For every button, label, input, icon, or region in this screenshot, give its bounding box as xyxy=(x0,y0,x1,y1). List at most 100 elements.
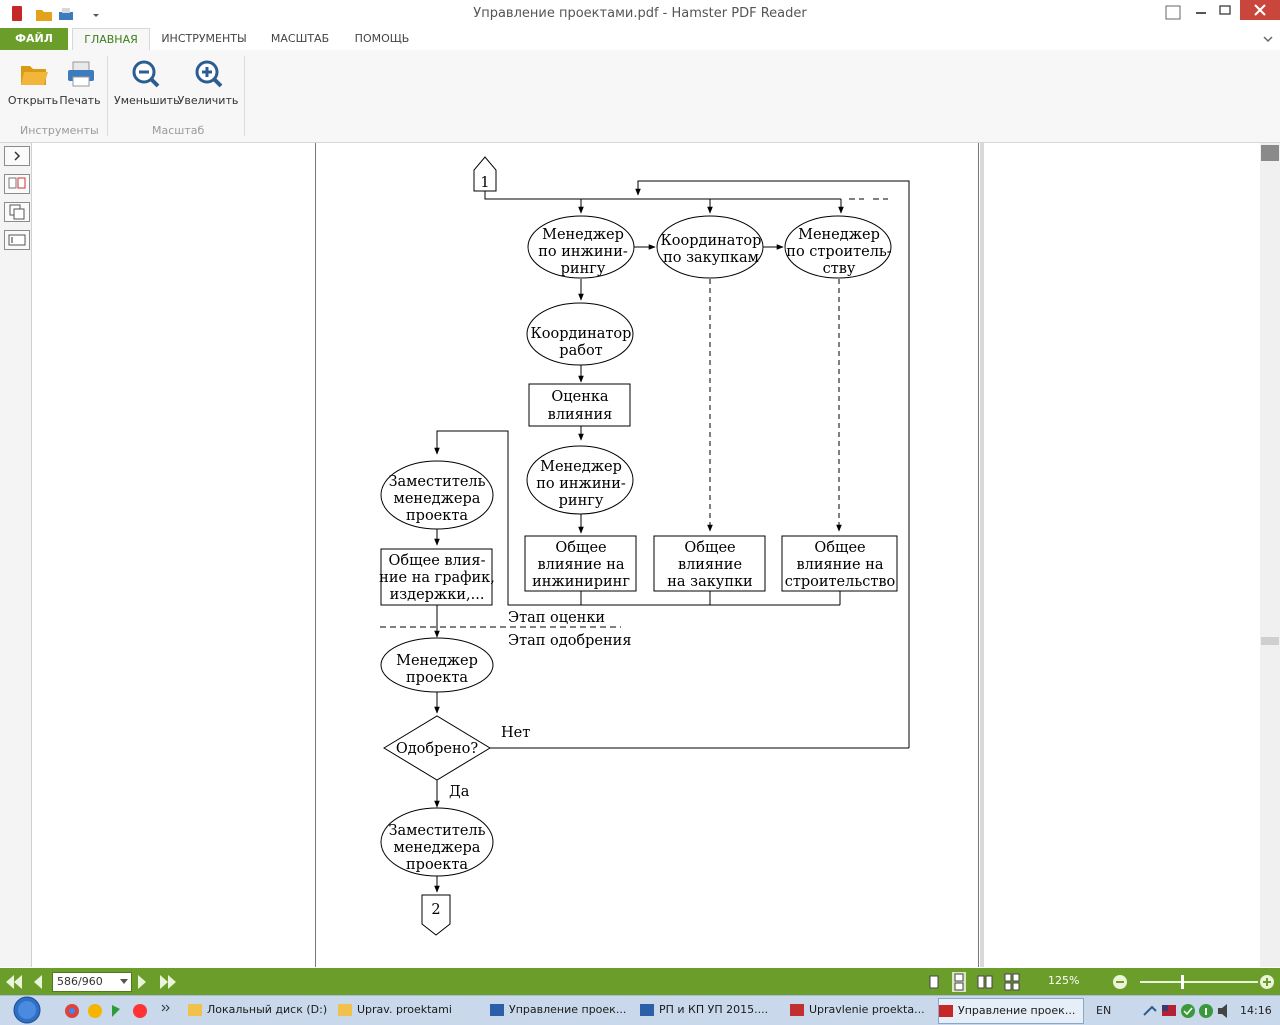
chevron-down-icon[interactable] xyxy=(120,979,128,985)
zoom-slider[interactable] xyxy=(1140,975,1258,989)
node-text: менеджера xyxy=(394,491,481,507)
chevron-right-icon xyxy=(14,151,21,161)
quick-open-icon[interactable] xyxy=(36,10,52,21)
zoom-in-icon xyxy=(195,60,223,88)
node-text: влияние на xyxy=(796,557,883,573)
node-text: издержки,... xyxy=(390,587,485,603)
scroll-position-marker xyxy=(1261,637,1279,645)
thumbnails-button[interactable] xyxy=(4,174,30,194)
node-text: влияния xyxy=(548,407,613,423)
node-text: по инжини- xyxy=(536,476,626,492)
tab-zoom[interactable]: МАСШТАБ xyxy=(270,32,330,45)
taskbar-item[interactable]: РП и КП УП 2015.... xyxy=(640,998,780,1022)
zoom-slider-plus-icon[interactable] xyxy=(1260,975,1274,989)
pages-button[interactable] xyxy=(4,202,30,222)
text-cursor-button[interactable] xyxy=(4,230,30,250)
document-area[interactable]: 1 Менеджер по инжини- рингу Координатор … xyxy=(32,143,1260,967)
connector-bottom xyxy=(421,894,451,936)
last-page-icon[interactable] xyxy=(160,975,176,989)
scroll-thumb[interactable] xyxy=(1261,145,1279,161)
zoom-out-label: Уменьшить xyxy=(114,94,180,107)
node-text: рингу xyxy=(561,261,606,277)
info-icon[interactable] xyxy=(1199,1004,1213,1018)
node-text: Общее xyxy=(555,540,606,556)
flag-icon[interactable] xyxy=(1162,1005,1176,1016)
two-page-view-icon[interactable] xyxy=(977,975,993,989)
taskbar: Локальный диск (D:) Uprav. proektami Упр… xyxy=(0,995,1280,1025)
zoom-in-label: Увеличить xyxy=(177,94,239,107)
ribbon-collapse-icon[interactable] xyxy=(1262,33,1274,45)
nav-next-last xyxy=(138,975,176,989)
quick-print-icon[interactable] xyxy=(59,8,73,20)
node-text: Общее xyxy=(684,540,735,556)
ribbon-group-divider xyxy=(107,56,108,136)
page-number-input[interactable]: 586/960 xyxy=(52,972,132,992)
window-title: Управление проектами.pdf - Hamster PDF R… xyxy=(473,6,807,21)
yandex-browser-icon[interactable] xyxy=(133,1004,147,1018)
node-text: строительство xyxy=(785,574,896,590)
node-eng-manager-2 xyxy=(526,445,634,515)
open-label: Открыть xyxy=(7,94,59,107)
tab-tools[interactable]: ИНСТРУМЕНТЫ xyxy=(161,32,247,45)
tab-file[interactable]: ФАЙЛ xyxy=(0,28,68,50)
node-work-coordinator xyxy=(526,302,634,366)
app-icon[interactable] xyxy=(112,1005,120,1017)
chrome-icon[interactable] xyxy=(65,1004,79,1018)
connector-top-label: 1 xyxy=(480,175,489,191)
quick-launch xyxy=(65,1004,170,1018)
window-controls xyxy=(1165,0,1280,20)
folder-open-icon xyxy=(21,66,48,85)
ribbon-tabs: ФАЙЛ ГЛАВНАЯ ИНСТРУМЕНТЫ МАСШТАБ ПОМОЩЬ xyxy=(0,28,1280,51)
quick-access-dropdown-icon[interactable] xyxy=(93,14,99,17)
tab-help[interactable]: ПОМОЩЬ xyxy=(354,32,410,45)
speaker-icon[interactable] xyxy=(1218,1004,1227,1018)
network-icon[interactable] xyxy=(1143,1005,1157,1016)
node-text: на закупки xyxy=(667,574,752,590)
flowchart: 1 Менеджер по инжини- рингу Координатор … xyxy=(379,156,910,936)
zoom-slider-minus-icon[interactable] xyxy=(1113,975,1127,989)
yes-label: Да xyxy=(449,784,470,800)
thumbnails-icon xyxy=(8,177,26,189)
maximize-button[interactable] xyxy=(1219,5,1231,15)
left-side-panel xyxy=(0,143,32,967)
vertical-scrollbar[interactable] xyxy=(1260,143,1280,967)
close-button[interactable] xyxy=(1240,0,1280,20)
node-text: по закупкам xyxy=(663,250,759,266)
prev-page-icon[interactable] xyxy=(34,975,42,989)
app-logo-icon xyxy=(12,6,22,21)
two-page-continuous-view-icon[interactable] xyxy=(1004,973,1020,991)
node-text: Менеджер xyxy=(542,227,624,243)
open-button[interactable]: Открыть xyxy=(8,56,58,112)
taskbar-item[interactable]: Локальный диск (D:) xyxy=(188,998,328,1022)
taskbar-item[interactable]: Uprav. proektami xyxy=(338,998,482,1022)
stage-approve-label: Этап одобрения xyxy=(508,633,632,649)
more-icon[interactable] xyxy=(161,1004,170,1012)
language-indicator[interactable]: EN xyxy=(1096,1004,1112,1017)
node-text: проекта xyxy=(406,857,468,873)
clock: 14:16 xyxy=(1240,1004,1272,1017)
zoom-out-button[interactable]: Уменьшить xyxy=(114,56,180,112)
zoom-in-button[interactable]: Увеличить xyxy=(178,56,238,112)
connector-bottom-label: 2 xyxy=(431,902,440,918)
word-doc-icon xyxy=(490,1004,504,1016)
minimize-button[interactable] xyxy=(1196,12,1206,14)
group-label-tools: Инструменты xyxy=(20,124,99,137)
taskbar-item[interactable]: Upravlenie proekta... xyxy=(790,998,930,1022)
taskbar-item-active[interactable]: Управление проек... xyxy=(938,998,1084,1024)
next-page-icon[interactable] xyxy=(138,975,146,989)
start-button-icon[interactable] xyxy=(10,996,44,1025)
tab-home[interactable]: ГЛАВНАЯ xyxy=(72,28,150,51)
node-text: Общее влия- xyxy=(389,553,486,569)
zoom-slider-group xyxy=(1113,975,1274,989)
taskbar-item[interactable]: Управление проек... xyxy=(490,998,630,1022)
print-button[interactable]: Печать xyxy=(55,56,105,112)
single-page-view-icon[interactable] xyxy=(929,975,939,989)
check-icon[interactable] xyxy=(1181,1004,1195,1018)
word-doc-icon xyxy=(640,1004,654,1016)
mail-icon[interactable] xyxy=(88,1004,102,1018)
node-text: Координатор xyxy=(661,233,762,249)
expand-panel-button[interactable] xyxy=(4,146,30,166)
fullscreen-icon[interactable] xyxy=(1165,5,1181,20)
first-page-icon[interactable] xyxy=(6,975,22,989)
continuous-view-icon[interactable] xyxy=(952,972,966,992)
